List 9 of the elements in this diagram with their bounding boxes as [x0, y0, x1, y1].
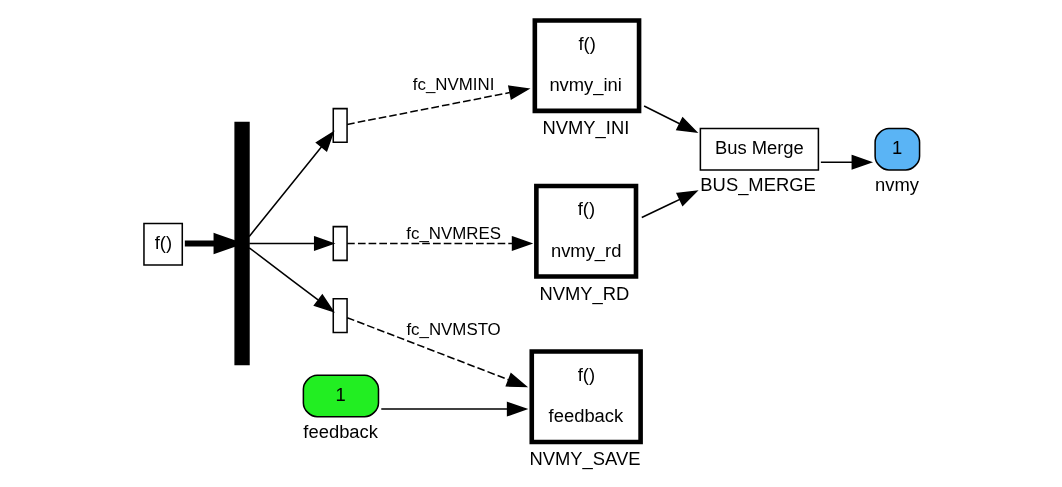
edge-label: fc_NVMRES [406, 223, 501, 243]
node-label: nvmy [875, 173, 920, 195]
edge-label: fc_NVMINI [412, 74, 495, 94]
node-label: feedback [303, 420, 378, 442]
node-label: NVMY_INI [542, 117, 630, 139]
node-label: NVMY_RD [539, 282, 630, 304]
edge-label: fc_NVMSTO [406, 320, 501, 340]
node-label: NVMY_SAVE [529, 448, 641, 470]
node-label: BUS_MERGE [700, 173, 816, 195]
